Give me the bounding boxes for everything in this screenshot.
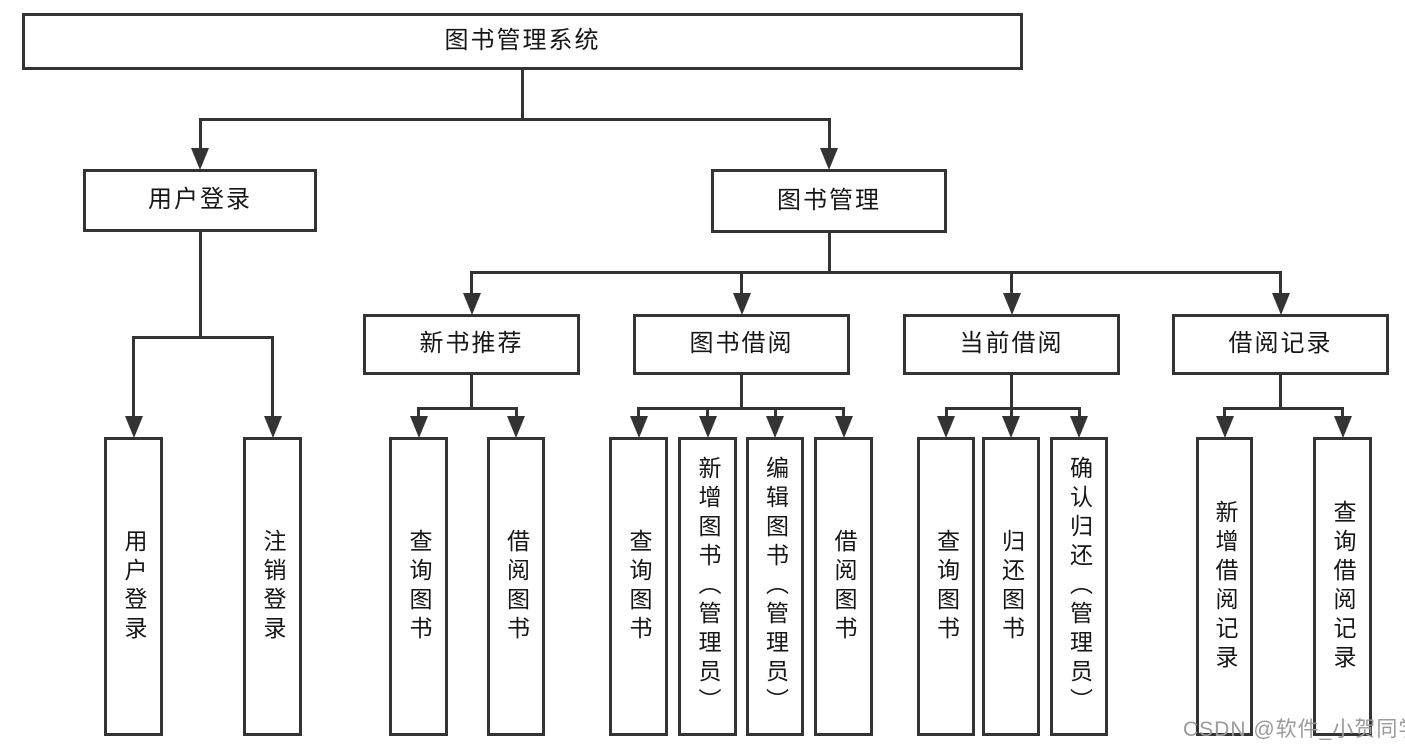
node-leaf-query-record: 查询借阅记录 (1313, 437, 1372, 736)
connector-drop (1223, 407, 1226, 417)
node-new-book-recommend: 新书推荐 (363, 314, 580, 375)
connector-drop (1077, 407, 1081, 417)
connector-drop (944, 407, 948, 417)
arrow-down-icon (629, 416, 648, 438)
csdn-watermark: CSDN @软件_小贺同学 (1183, 718, 1405, 741)
arrow-down-icon (1333, 416, 1352, 438)
connector-drop (740, 271, 743, 294)
node-book-management: 图书管理 (711, 169, 947, 233)
arrow-down-icon (937, 416, 955, 438)
connector-bar (637, 407, 845, 410)
arrow-down-icon (263, 416, 282, 438)
connector-drop (271, 336, 274, 417)
arrow-down-icon (1002, 416, 1020, 438)
arrow-down-icon (462, 293, 481, 315)
connector-bar (470, 271, 1282, 274)
node-book-borrowing: 图书借阅 (633, 314, 850, 375)
connector-bar (132, 336, 274, 339)
arrow-down-icon (1271, 293, 1290, 315)
node-leaf-borrow-books-1: 借阅图书 (487, 437, 545, 736)
arrow-down-icon (124, 416, 143, 438)
node-current-borrowing: 当前借阅 (903, 314, 1120, 375)
arrow-down-icon (820, 148, 838, 170)
arrow-down-icon (766, 416, 784, 438)
connector-drop (1279, 271, 1282, 294)
arrow-down-icon (507, 416, 525, 438)
connector-drop (470, 271, 473, 294)
node-leaf-user-login: 用户登录 (104, 437, 163, 736)
arrow-down-icon (1002, 293, 1021, 315)
connector-stem (827, 231, 831, 274)
node-leaf-logout: 注销登录 (243, 437, 302, 736)
node-leaf-query-books-2: 查询图书 (609, 437, 668, 736)
connector-stem (470, 373, 473, 410)
arrow-down-icon (1070, 416, 1088, 438)
arrow-down-icon (698, 416, 717, 438)
connector-drop (827, 118, 831, 149)
node-leaf-borrow-books-2: 借阅图书 (814, 437, 873, 736)
connector-drop (1009, 407, 1013, 417)
connector-drop (1341, 407, 1344, 417)
connector-stem (740, 373, 743, 410)
arrow-down-icon (834, 416, 853, 438)
node-borrowing-records: 借阅记录 (1172, 314, 1389, 375)
connector-bar (1223, 407, 1344, 410)
arrow-down-icon (409, 416, 428, 438)
connector-drop (198, 118, 202, 149)
arrow-down-icon (732, 293, 751, 315)
node-leaf-add-book: 新增图书（管理员） (678, 437, 737, 736)
arrow-down-icon (1215, 416, 1234, 438)
connector-drop (773, 407, 777, 417)
arrow-down-icon (191, 148, 209, 170)
connector-stem (1010, 373, 1013, 410)
connector-drop (132, 336, 135, 417)
connector-drop (1010, 271, 1013, 294)
node-user-login: 用户登录 (83, 169, 317, 232)
connector-drop (637, 407, 640, 417)
node-leaf-return-book: 归还图书 (982, 437, 1040, 736)
node-leaf-confirm-return: 确认归还（管理员） (1050, 437, 1108, 736)
connector-drop (842, 407, 845, 417)
node-leaf-add-record: 新增借阅记录 (1196, 437, 1253, 736)
node-leaf-query-books-1: 查询图书 (389, 437, 448, 736)
connector-drop (706, 407, 709, 417)
connector-bar (198, 118, 831, 121)
connector-drop (514, 407, 518, 417)
node-root: 图书管理系统 (22, 13, 1023, 70)
node-leaf-query-books-3: 查询图书 (917, 437, 975, 736)
connector-stem (1279, 373, 1282, 410)
connector-stem (198, 230, 202, 339)
connector-bar (944, 407, 1081, 410)
connector-bar (417, 407, 518, 410)
node-leaf-edit-book: 编辑图书（管理员） (746, 437, 804, 736)
connector-drop (417, 407, 420, 417)
connector-stem (521, 68, 524, 121)
